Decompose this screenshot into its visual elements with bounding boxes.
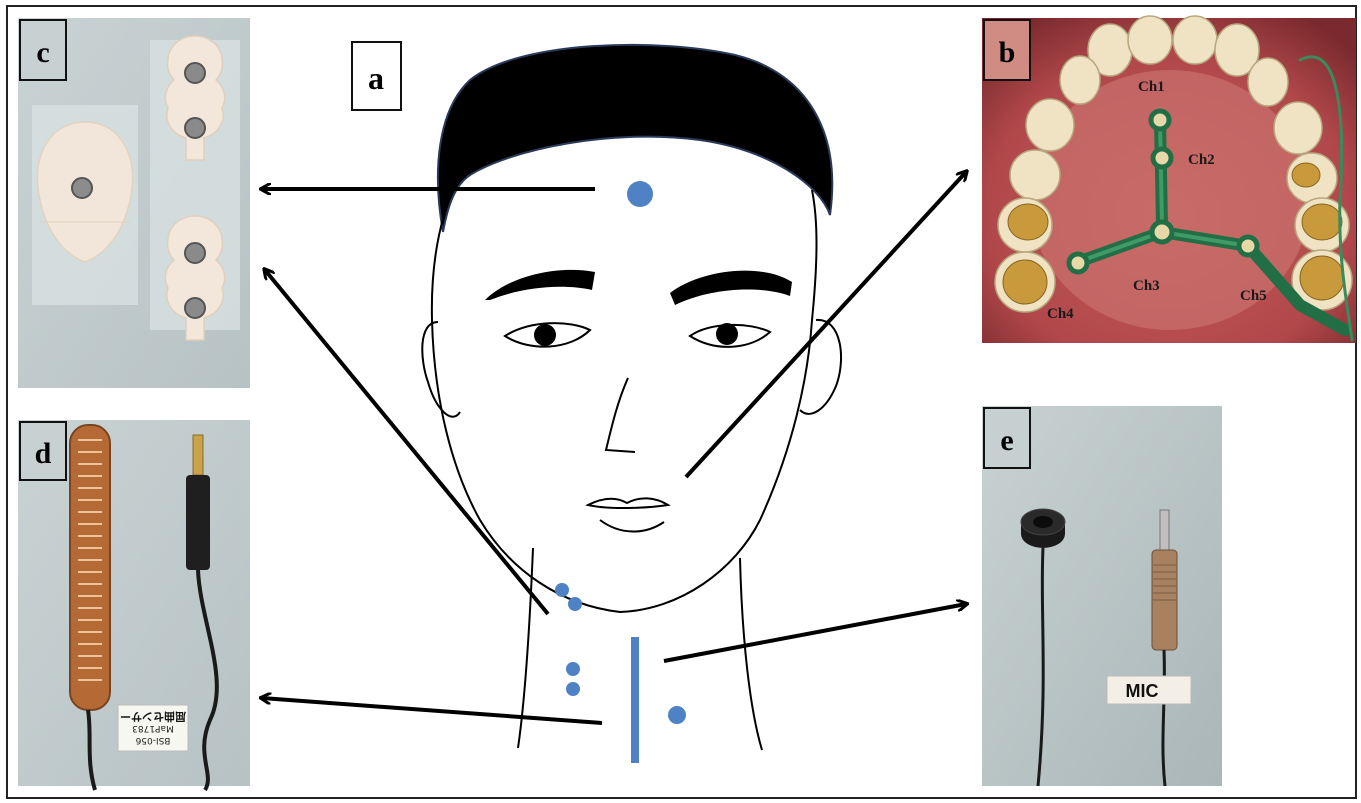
- audio-jack-tip: [193, 435, 203, 475]
- panel-c: c: [18, 18, 250, 388]
- neck-electrode-marker: [566, 682, 580, 696]
- mic-capsule-hole: [1033, 516, 1053, 528]
- channel-label-ch1: Ch1: [1138, 79, 1165, 95]
- sensor-tag-line: BSI-056: [135, 735, 170, 745]
- electrode-ch1: [1151, 111, 1169, 129]
- panel-d-label: d: [35, 437, 52, 470]
- panel-b: Ch1 Ch2 Ch3 Ch4 Ch5 b: [982, 16, 1356, 343]
- right-pupil: [716, 323, 738, 345]
- pointer-arrows: [262, 172, 966, 723]
- throat-flex-sensor-marker: [631, 637, 639, 763]
- panel-d: BSI-056 MaP1783 屈曲センサー d: [18, 420, 250, 790]
- arrow-throat-to-e: [664, 604, 966, 661]
- electrode-snap: [185, 243, 205, 263]
- electrode-ch4: [1069, 254, 1087, 272]
- sensor-tag-line: MaP1783: [132, 723, 174, 733]
- audio-jack-body: [186, 475, 210, 570]
- panel-a: a: [352, 42, 841, 763]
- left-eyebrow: [485, 270, 595, 300]
- channel-label-ch4: Ch4: [1047, 306, 1074, 322]
- channel-label-ch3: Ch3: [1133, 278, 1160, 294]
- panel-b-label: b: [999, 36, 1016, 69]
- panel-c-label: c: [36, 36, 49, 69]
- panel-e-label: e: [1000, 424, 1013, 457]
- right-eyebrow: [670, 271, 792, 305]
- arrow-neck-to-c: [265, 270, 548, 614]
- forehead-electrode-marker: [627, 181, 653, 207]
- neck-electrode-marker: [568, 597, 582, 611]
- arrow-throat-to-d: [262, 698, 602, 723]
- electrode-ch5: [1239, 237, 1257, 255]
- channel-label-ch5: Ch5: [1240, 288, 1267, 304]
- neck-electrode-marker: [566, 662, 580, 676]
- neck-electrode-marker: [555, 583, 569, 597]
- electrode-snap: [185, 63, 205, 83]
- panel-a-label: a: [368, 60, 384, 96]
- sensor-tag-line: 屈曲センサー: [120, 710, 186, 724]
- palate-region: [1030, 70, 1310, 330]
- electrode-ch3: [1152, 222, 1172, 242]
- electrode-snap: [185, 298, 205, 318]
- flex-sensor-traces: [78, 440, 102, 680]
- mic-tag-text: MIC: [1126, 681, 1159, 701]
- left-pupil: [534, 324, 556, 346]
- upper-lip: [588, 498, 668, 508]
- neck-right: [740, 558, 762, 750]
- electrode-snap: [72, 178, 92, 198]
- panel-e: MIC e: [982, 406, 1222, 786]
- nose: [606, 378, 635, 452]
- microphone-marker: [668, 706, 686, 724]
- lower-lip: [600, 520, 664, 532]
- electrode-ch2: [1153, 149, 1171, 167]
- mic-jack-tip: [1160, 510, 1169, 550]
- electrode-snap: [185, 118, 205, 138]
- mic-jack-cable: [1163, 650, 1165, 786]
- channel-label-ch2: Ch2: [1188, 152, 1215, 168]
